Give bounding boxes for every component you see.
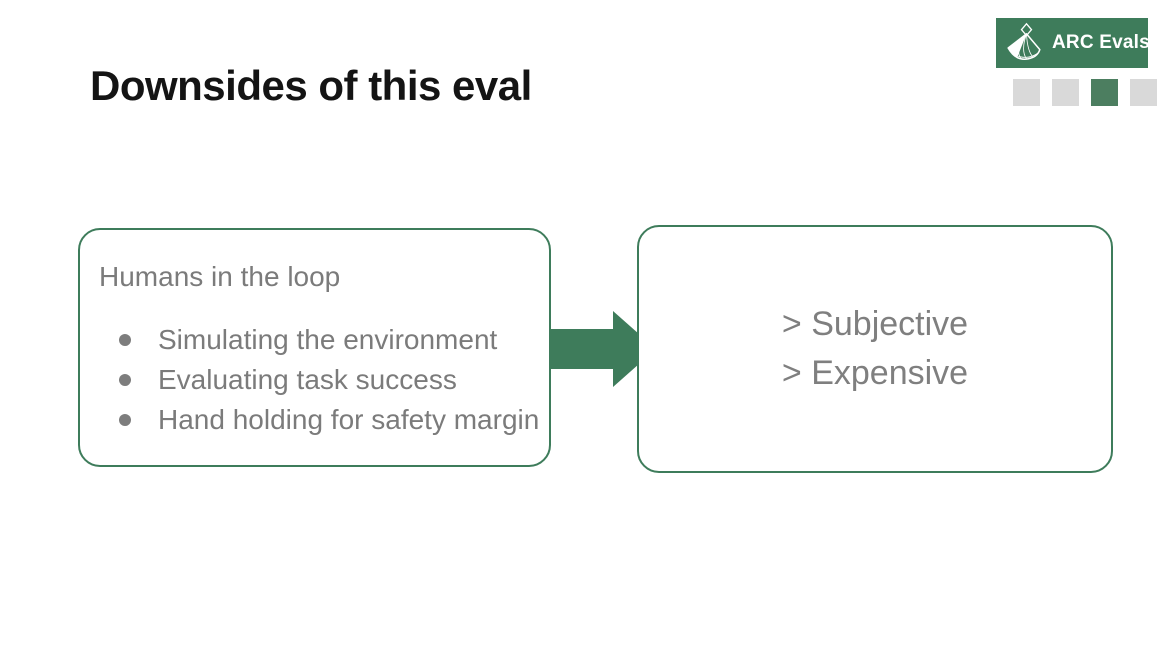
logo-text: ARC Evals: [1052, 32, 1150, 53]
outcome-box: > Subjective > Expensive: [637, 225, 1113, 473]
page-title: Downsides of this eval: [90, 62, 532, 109]
slide-progress-squares: [1013, 79, 1157, 106]
bullet-item: Hand holding for safety margin: [119, 400, 549, 440]
bullet-item: Simulating the environment: [119, 320, 549, 360]
bullet-item: Evaluating task success: [119, 360, 549, 400]
fan-logo-icon: [1004, 22, 1044, 64]
right-arrow-icon: [551, 311, 656, 387]
left-box-bullet-list: Simulating the environment Evaluating ta…: [119, 320, 549, 440]
arc-evals-logo: ARC Evals: [996, 18, 1150, 68]
left-box-heading: Humans in the loop: [99, 261, 341, 292]
progress-square-1: [1013, 79, 1040, 106]
outcome-line-subjective: > Subjective: [781, 305, 969, 343]
progress-square-2: [1052, 79, 1079, 106]
humans-in-loop-box: Humans in the loop Simulating the enviro…: [78, 228, 551, 467]
progress-square-3-active: [1091, 79, 1118, 106]
outcome-lines: > Subjective > Expensive: [782, 300, 968, 398]
outcome-line-expensive: > Expensive: [781, 354, 969, 392]
progress-square-4: [1130, 79, 1157, 106]
